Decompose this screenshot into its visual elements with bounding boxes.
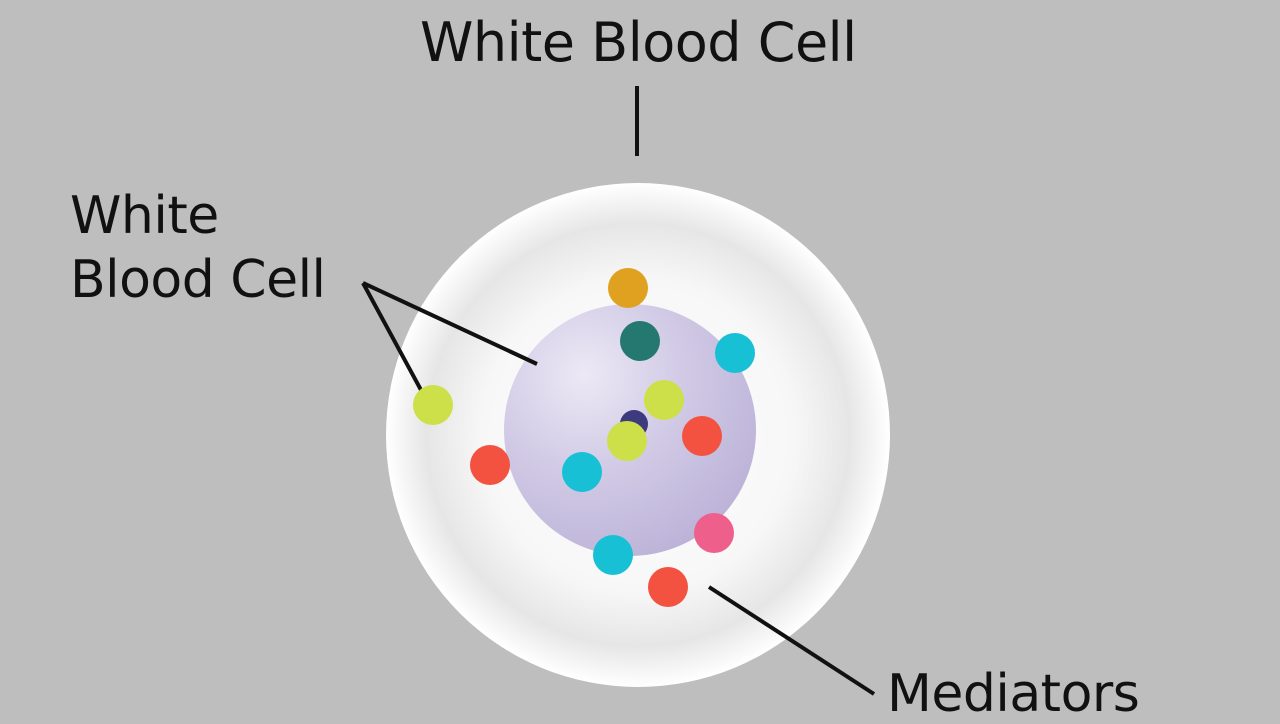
red-mediator-particle-right (682, 416, 722, 456)
cyan-mediator-particle-center (562, 452, 602, 492)
left-label-line-2: Blood Cell (70, 250, 326, 310)
mediator-particles (413, 268, 755, 607)
left-white-blood-cell-label: White Blood Cell (70, 184, 326, 312)
cyan-mediator-particle-bottom (593, 535, 633, 575)
yellow-green-mediator-particle-outside (413, 385, 453, 425)
mediators-label: Mediators (887, 664, 1140, 724)
cyan-mediator-particle-upper-right (715, 333, 755, 373)
red-mediator-particle-left (470, 445, 510, 485)
pink-mediator-particle (694, 513, 734, 553)
left-label-line-1: White (70, 186, 219, 246)
yellow-green-mediator-particle-center-lower (607, 421, 647, 461)
left-label-connector-line-to-cell (361, 282, 423, 391)
top-white-blood-cell-label: White Blood Cell (420, 11, 857, 74)
yellow-green-mediator-particle-center (644, 380, 684, 420)
orange-mediator-particle (608, 268, 648, 308)
mediators-label-connector-line (707, 585, 876, 696)
dark-teal-mediator-particle (620, 321, 660, 361)
left-label-connector-line-to-nucleus (362, 281, 538, 366)
red-mediator-particle-bottom (648, 567, 688, 607)
